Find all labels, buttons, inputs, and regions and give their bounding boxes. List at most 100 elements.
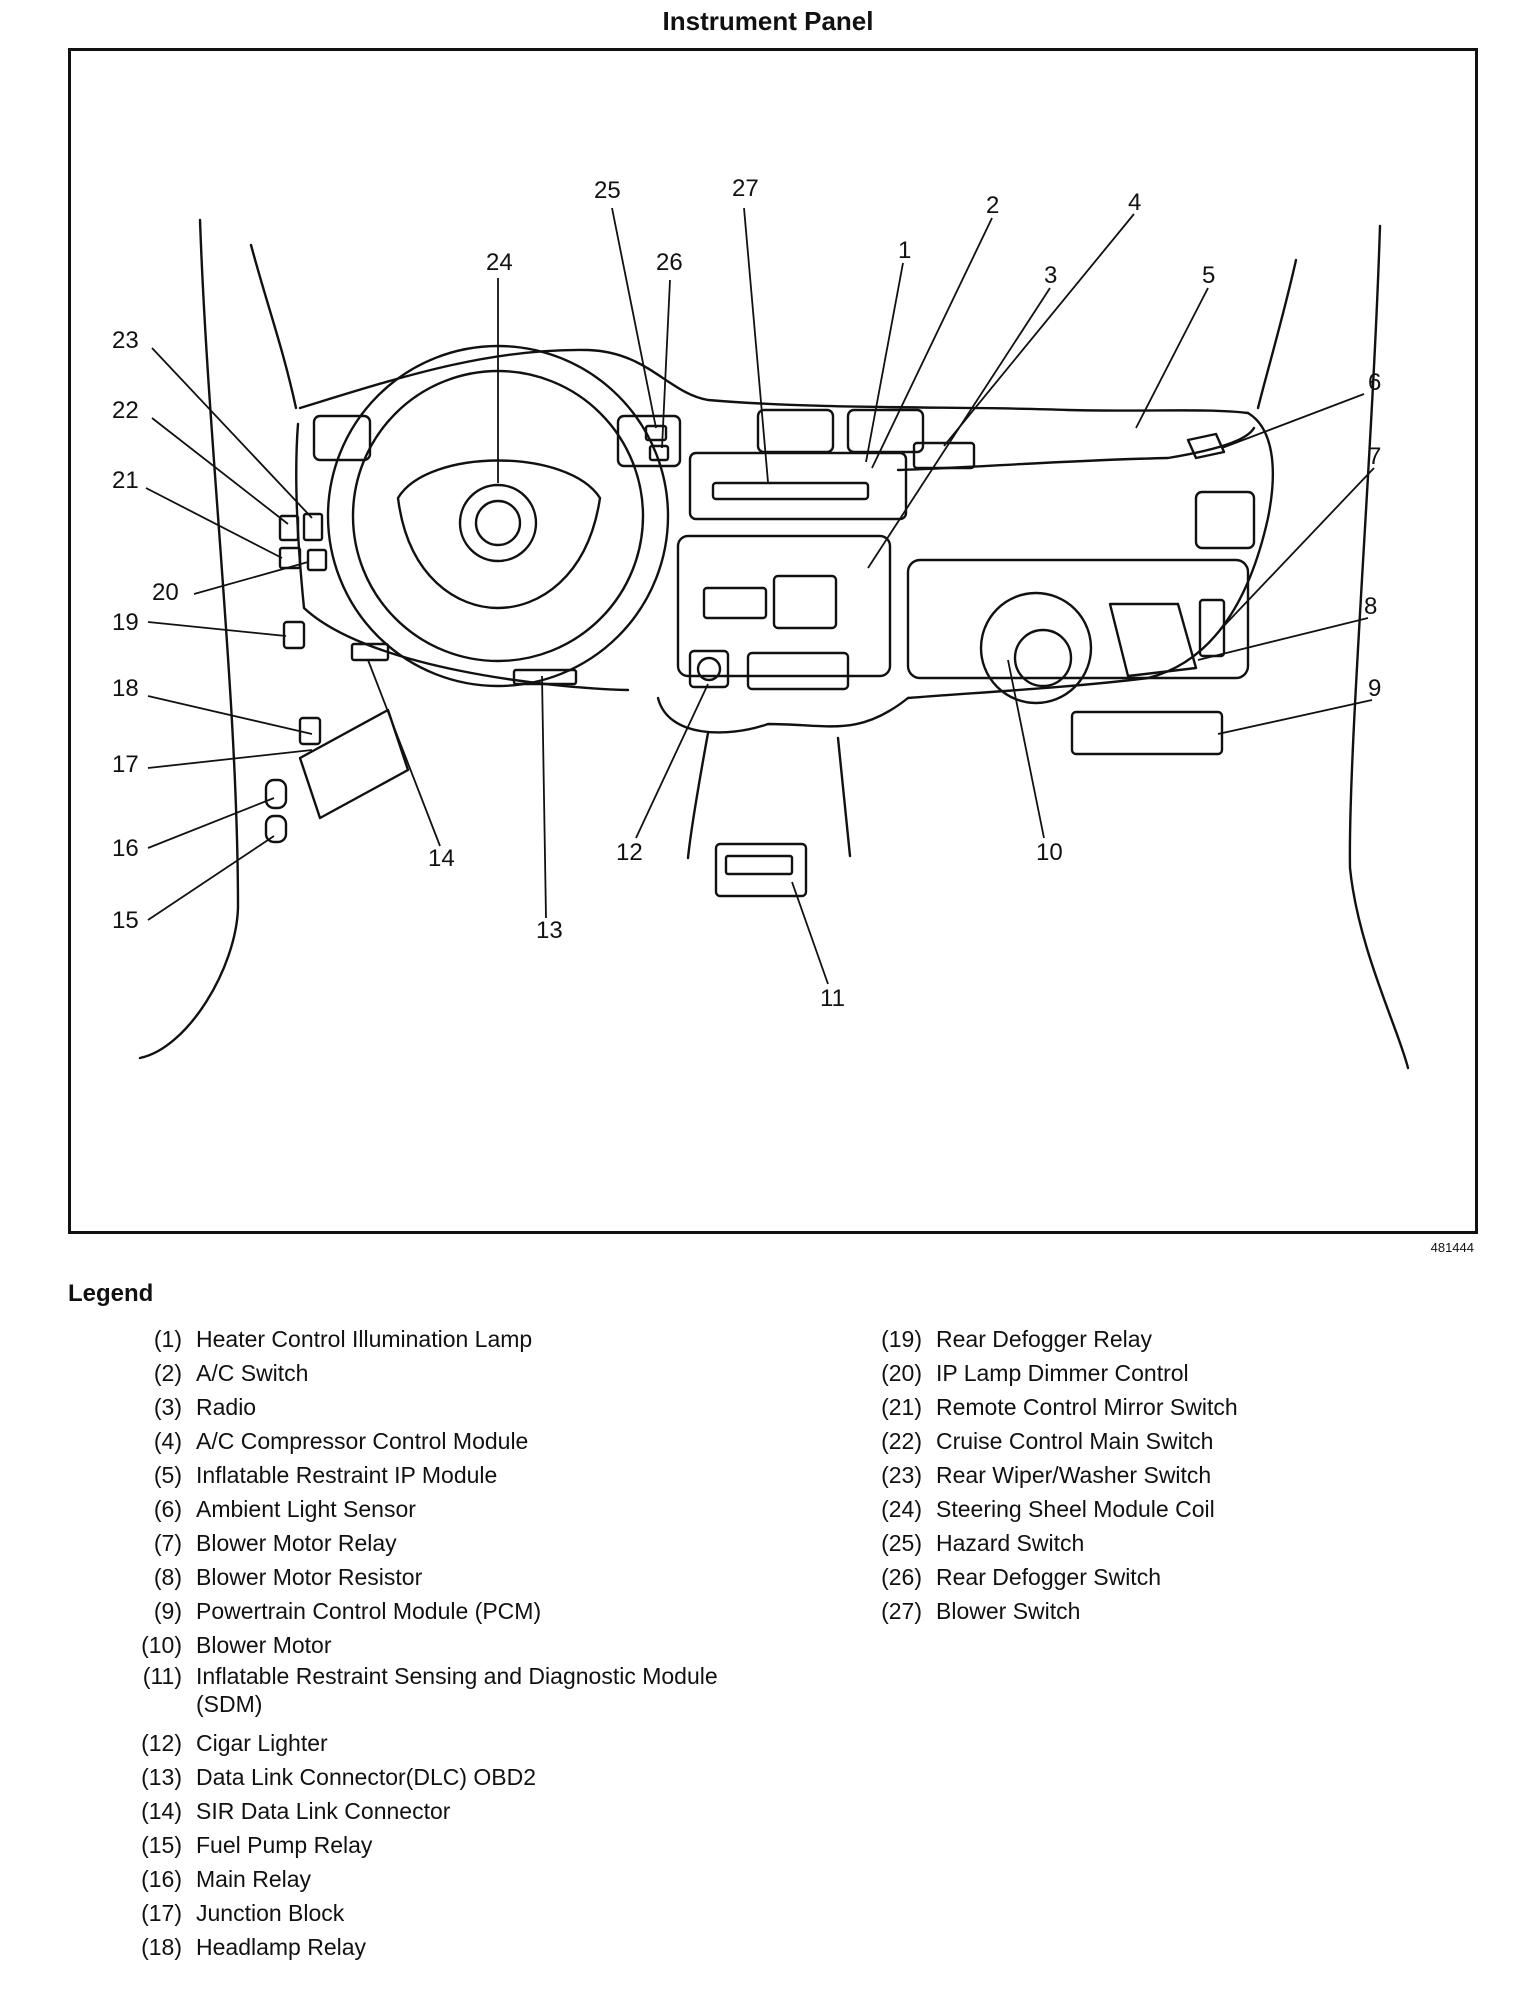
diagram-frame: [68, 48, 1478, 1234]
fuel-pump-relay: [264, 814, 288, 844]
cluster-pod-left: [312, 414, 372, 462]
legend-item: (23) Rear Wiper/Washer Switch: [850, 1458, 1470, 1492]
center-stack: [676, 534, 892, 678]
legend-item: (12) Cigar Lighter: [110, 1726, 750, 1760]
rear-defogger-switch: [648, 444, 670, 462]
legend-item-number: (3): [153, 1394, 182, 1420]
callout-23: 23: [112, 327, 139, 354]
pcm-box: [1070, 710, 1224, 756]
dash-top: [298, 348, 1250, 415]
center-vent-left: [756, 408, 835, 454]
legend-item: (24) Steering Sheel Module Coil: [850, 1492, 1470, 1526]
legend-item-text: A/C Switch: [196, 1360, 309, 1386]
legend-item-number: (11): [142, 1663, 182, 1689]
callout-16: 16: [112, 835, 139, 862]
callout-6: 6: [1368, 369, 1381, 396]
callout-26: 26: [656, 249, 683, 276]
callout-15: 15: [112, 907, 139, 934]
sdm-connector: [724, 854, 794, 876]
legend-item-text: Steering Sheel Module Coil: [936, 1496, 1215, 1522]
legend-item: (17)Junction Block: [110, 1896, 750, 1930]
legend-item-number: (6): [153, 1496, 182, 1522]
callout-21: 21: [112, 467, 139, 494]
callout-3: 3: [1044, 262, 1057, 289]
legend-item-number: (12): [141, 1730, 182, 1756]
rear-defogger-relay: [282, 620, 306, 650]
legend-item-text: Cigar Lighter: [196, 1730, 328, 1756]
ashtray: [746, 651, 850, 691]
cruise-control-switch: [278, 514, 300, 542]
blower-motor-wheel: [1013, 628, 1073, 688]
junction-block: [298, 708, 410, 820]
legend-item: (6) Ambient Light Sensor: [110, 1492, 750, 1526]
steering-wheel-hub: [396, 459, 602, 610]
legend-item: (27)Blower Switch: [850, 1594, 1470, 1628]
legend-item: (8)Blower Motor Resistor: [110, 1560, 750, 1594]
dash-lower-right: [906, 411, 1274, 700]
dlc-connector: [512, 668, 578, 686]
blower-motor-housing: [979, 591, 1093, 705]
callout-2: 2: [986, 192, 999, 219]
legend-item-number: (14): [141, 1798, 182, 1824]
legend-item: (26) Rear Defogger Switch: [850, 1560, 1470, 1594]
legend-item-text: Data Link Connector(DLC) OBD2: [196, 1764, 537, 1790]
legend-item-number: (21): [881, 1394, 922, 1420]
legend-item-text: Rear Defogger Relay: [936, 1326, 1153, 1352]
callout-4: 4: [1128, 189, 1141, 216]
legend-title: Legend: [68, 1280, 154, 1307]
center-console-outline: [656, 696, 910, 734]
right-inner-pillar: [1256, 258, 1298, 410]
legend-item-text: Powertrain Control Module (PCM): [196, 1598, 542, 1624]
main-relay: [264, 778, 288, 810]
ip-module-outline: [896, 426, 1256, 472]
horn-pad-outer: [458, 483, 538, 563]
legend-item-text: Blower Motor: [196, 1632, 332, 1658]
legend-item: (4)A/C Compressor Control Module: [110, 1424, 750, 1458]
legend-item-number: (1): [153, 1326, 182, 1352]
legend-item-text: Blower Motor Relay: [196, 1530, 397, 1556]
dimmer-control: [306, 548, 328, 572]
legend-item: (13) Data Link Connector(DLC) OBD2: [110, 1760, 750, 1794]
cigar-lighter-housing: [688, 649, 730, 689]
callout-18: 18: [112, 675, 139, 702]
legend-item: (15) Fuel Pump Relay: [110, 1828, 750, 1862]
legend-item-text: Junction Block: [196, 1900, 345, 1926]
center-console-right: [836, 736, 852, 858]
callout-12: 12: [616, 839, 643, 866]
legend-item-text: Inflatable Restraint Sensing and Diagnos…: [196, 1663, 718, 1717]
left-a-pillar: [138, 218, 240, 1060]
legend-item-number: (7): [153, 1530, 182, 1556]
legend-item-number: (26): [881, 1564, 922, 1590]
legend-item-text: Fuel Pump Relay: [196, 1832, 373, 1858]
heater-control-panel: [688, 451, 908, 521]
legend-item: (25)Hazard Switch: [850, 1526, 1470, 1560]
blower-motor-resistor: [1108, 602, 1198, 678]
legend-item-number: (24): [881, 1496, 922, 1522]
instrument-panel-diagram: 1234567891011121314151617181920212223242…: [112, 175, 1410, 1070]
sir-data-link-connector: [350, 642, 390, 662]
legend-item-number: (13): [141, 1764, 182, 1790]
callout-25: 25: [594, 177, 621, 204]
legend-item-number: (18): [141, 1934, 182, 1960]
callout-19: 19: [112, 609, 139, 636]
callout-14: 14: [428, 845, 455, 872]
legend-item: (5)Inflatable Restraint IP Module: [110, 1458, 750, 1492]
right-vent: [1194, 490, 1256, 550]
sdm-box: [714, 842, 808, 898]
legend-item-text: Blower Switch: [936, 1598, 1081, 1624]
callout-9: 9: [1368, 675, 1381, 702]
legend-item-number: (23): [881, 1462, 922, 1488]
legend-item-text: Ambient Light Sensor: [196, 1496, 416, 1522]
legend-item: (18)Headlamp Relay: [110, 1930, 750, 1964]
legend-item-number: (15): [141, 1832, 182, 1858]
callout-24: 24: [486, 249, 513, 276]
legend-item-text: Blower Motor Resistor: [196, 1564, 423, 1590]
legend-item-text: A/C Compressor Control Module: [196, 1428, 529, 1454]
legend-item: (9)Powertrain Control Module (PCM): [110, 1594, 750, 1628]
legend-item-number: (22): [881, 1428, 922, 1454]
legend-item-number: (10): [141, 1632, 182, 1658]
legend-item-text: Rear Wiper/Washer Switch: [936, 1462, 1212, 1488]
heater-control-slider: [711, 481, 870, 501]
page-title: Instrument Panel: [662, 6, 874, 36]
legend-item-text: Rear Defogger Switch: [936, 1564, 1161, 1590]
